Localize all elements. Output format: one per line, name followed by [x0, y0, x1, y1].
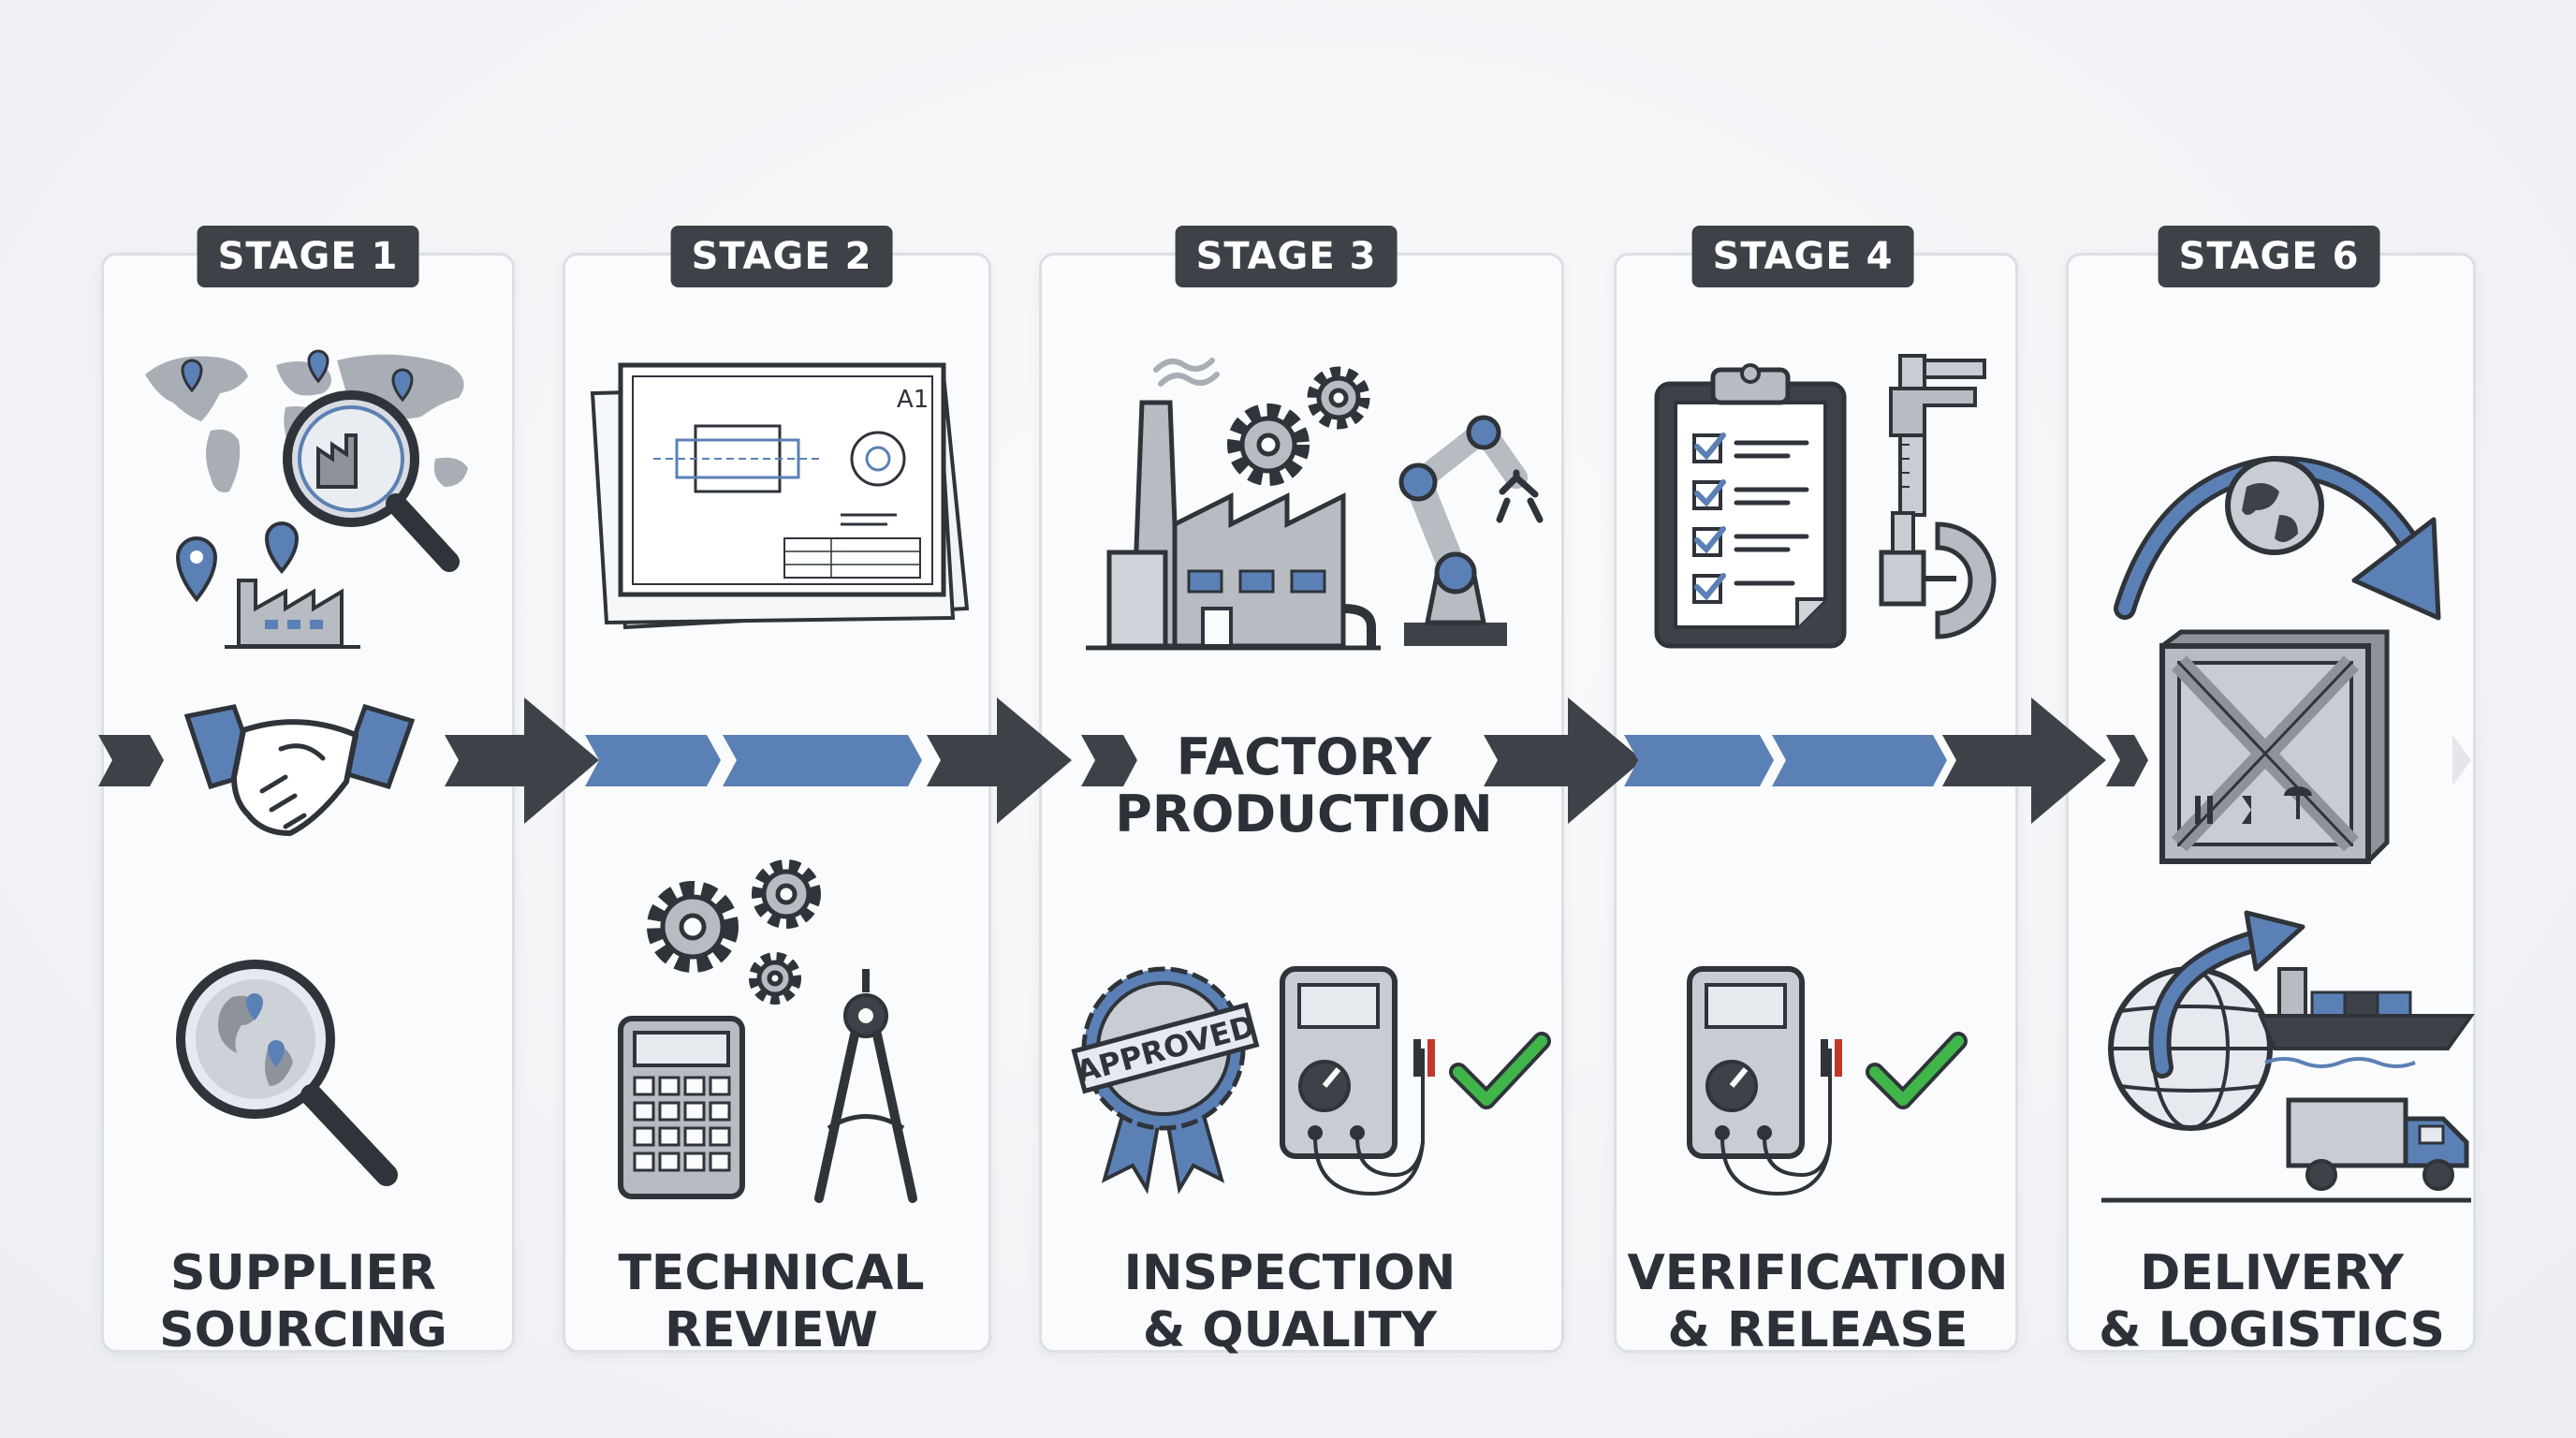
factory-icon [1086, 358, 1381, 651]
magnifier-factory-icon [283, 390, 460, 572]
location-factory-icon [175, 521, 360, 649]
stage-badge-6: STAGE 6 [2158, 226, 2380, 287]
blueprint-icon: A1 [590, 362, 970, 630]
flow-chevron-3 [1081, 735, 1137, 786]
handshake-icon [183, 703, 416, 836]
check-icon [1449, 1032, 1551, 1109]
clipboard-checklist-icon [1654, 363, 1847, 649]
globe-magnifier-icon [176, 960, 398, 1186]
multimeter-icon [1280, 966, 1435, 1196]
caliper-icon [1889, 354, 1986, 517]
flow-arrow-3 [1484, 697, 1643, 824]
stage-badge-4: STAGE 4 [1691, 226, 1914, 287]
flow-arrow-2 [927, 697, 1072, 824]
crate-icon [2159, 629, 2390, 864]
flow-blue-3 [1624, 735, 1774, 786]
micrometer-icon [1879, 511, 1997, 639]
stage-badge-1: STAGE 1 [197, 226, 419, 287]
gears-icon [647, 859, 821, 1005]
check-icon-stage4 [1866, 1032, 1968, 1109]
flow-blue-2 [723, 735, 922, 786]
globe-arrow-icon [2114, 456, 2441, 621]
flow-blue-4 [1772, 735, 1947, 786]
ground-line [2101, 1197, 2471, 1203]
flow-arrow-4 [1942, 697, 2106, 824]
truck-icon [2286, 1097, 2469, 1191]
stage-badge-3: STAGE 3 [1175, 226, 1398, 287]
flow-blue-1 [585, 735, 721, 786]
title-stage-3: INSPECTION& QUALITY [1123, 1245, 1456, 1358]
ship-icon [2257, 967, 2475, 1068]
gears-icon-stage3 [1227, 366, 1370, 486]
center-label-factory-production: FACTORY PRODUCTION [1115, 727, 1493, 844]
drawing-label: A1 [897, 386, 929, 414]
flow-end-chevron [2452, 735, 2471, 786]
robot-arm-icon [1398, 415, 1544, 646]
calculator-icon [618, 1016, 745, 1199]
title-stage-4: VERIFICATION& RELEASE [1627, 1245, 2009, 1358]
flow-chevron-6 [2106, 735, 2148, 786]
stage-badge-2: STAGE 2 [670, 226, 893, 287]
flow-arrow-1 [445, 697, 599, 824]
multimeter-icon-stage4 [1687, 966, 1842, 1196]
title-stage-6: DELIVERY& LOGISTICS [2099, 1245, 2445, 1358]
compass-icon [814, 969, 917, 1203]
approved-seal-icon: APPROVED [1071, 966, 1260, 1195]
flow-chevron-start [98, 735, 164, 786]
globe-delivery-icon [2108, 910, 2305, 1131]
